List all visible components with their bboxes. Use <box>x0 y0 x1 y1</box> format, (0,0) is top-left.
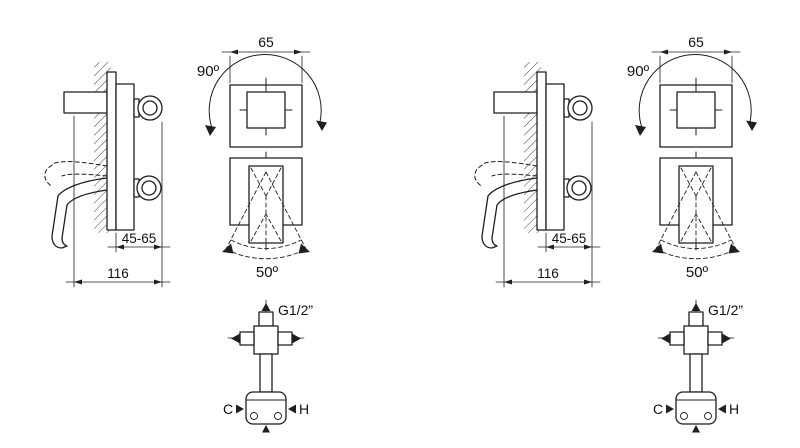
rotation-angle-label: 90º <box>627 63 650 80</box>
cold-label: C <box>653 401 663 417</box>
dim-width-label: 65 <box>258 34 274 50</box>
hot-label: H <box>299 401 309 417</box>
thread-size-label: G1/2” <box>278 302 313 318</box>
panel-right: 65 90º 45-65 116 50º G1/2” C H <box>474 34 758 435</box>
swivel-angle-label: 50º <box>256 264 279 281</box>
thread-size-label: G1/2” <box>708 302 743 318</box>
panel-left: 65 90º 45-65 116 50º G1/2” C H <box>44 34 328 435</box>
dim-total-label: 116 <box>107 266 129 281</box>
dim-total-label: 116 <box>537 266 559 281</box>
cold-label: C <box>223 401 233 417</box>
dim-depth-label: 45-65 <box>552 231 587 246</box>
hot-label: H <box>729 401 739 417</box>
rotation-angle-label: 90º <box>197 63 220 80</box>
swivel-angle-label: 50º <box>686 264 709 281</box>
dim-width-label: 65 <box>688 34 704 50</box>
dim-depth-label: 45-65 <box>122 231 157 246</box>
